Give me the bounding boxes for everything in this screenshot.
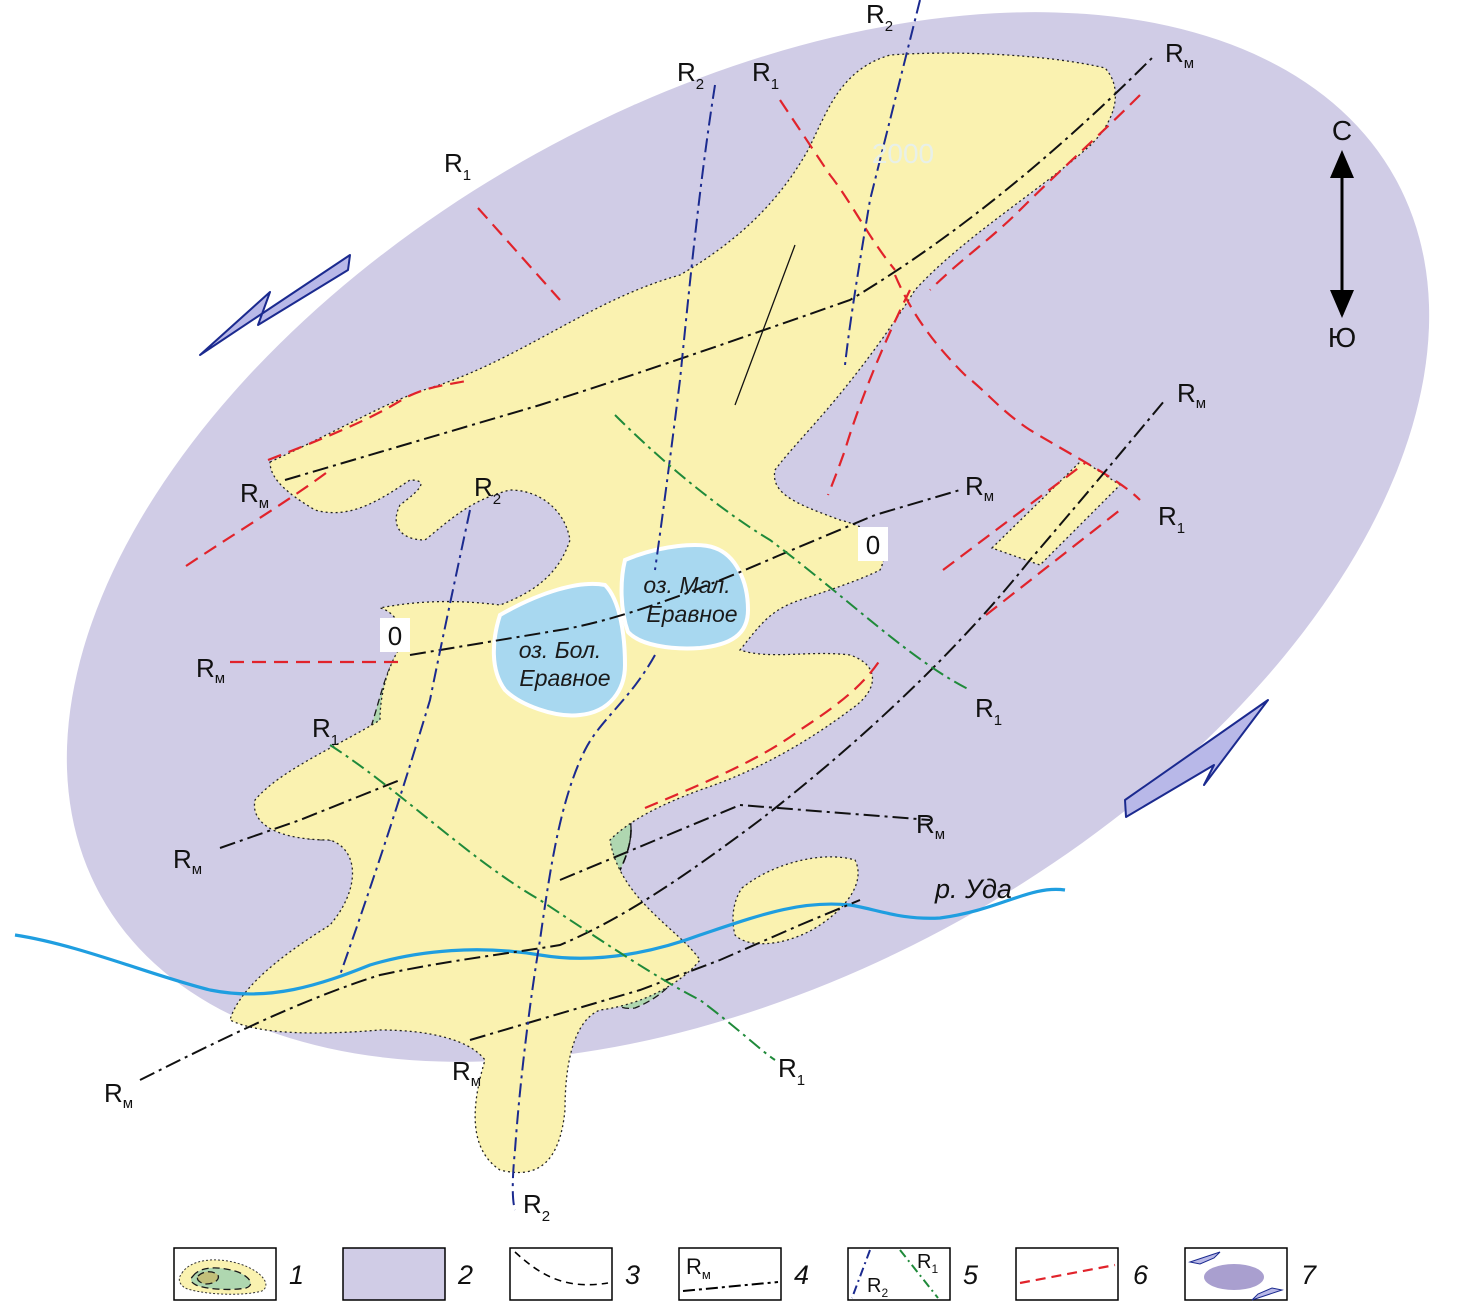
legend-item-4: Rм 4 — [678, 1247, 809, 1301]
compass-north: С — [1332, 115, 1352, 146]
axes-rm — [139, 54, 1166, 1081]
svg-text:R2: R2 — [867, 1275, 888, 1300]
lake-big-label-2: Еравное — [519, 665, 610, 691]
axis-label-r2-upper: R — [677, 57, 696, 87]
svg-text:R2: R2 — [523, 1189, 550, 1225]
axis-label-r1-left: R — [312, 713, 331, 743]
legend-number-3: 3 — [625, 1260, 640, 1290]
axis-labels: R2 R2 R2 R2 R1 R1 R1 R1 R1 R1 Rм Rм Rм R… — [104, 0, 1206, 1225]
svg-text:R1: R1 — [444, 148, 471, 184]
axis-label-r1-top: R — [752, 57, 771, 87]
legend-number-6: 6 — [1133, 1260, 1149, 1290]
contour-zero-a: 0 — [866, 530, 880, 560]
legend-item-6: 6 — [1015, 1247, 1149, 1301]
legend-item-2: 2 — [342, 1247, 473, 1301]
legend-label-r2: R — [867, 1275, 881, 1297]
lake-big-label-1: оз. Бол. — [519, 637, 602, 663]
lake-bol-eravnoe — [491, 581, 628, 718]
legend-label-r1: R — [917, 1251, 931, 1273]
axis-label-r1-bottom: R — [778, 1053, 797, 1083]
axis-label-r1-upper-left: R — [444, 148, 463, 178]
axis-label-r1-mid-right: R — [975, 693, 994, 723]
svg-text:R1: R1 — [778, 1053, 805, 1089]
legend-item-3: 3 — [509, 1247, 640, 1301]
svg-text:R1: R1 — [975, 693, 1002, 729]
svg-text:R1: R1 — [917, 1251, 938, 1276]
axis-label-rm-lower-right: R — [916, 809, 935, 839]
svg-text:Rм: Rм — [452, 1056, 481, 1090]
lake-small-label-1: оз. Мал. — [643, 572, 730, 598]
legend-item-5: R1 R2 5 — [847, 1247, 979, 1301]
svg-text:Rм: Rм — [965, 471, 994, 505]
axis-label-rm-lower-left: R — [173, 844, 192, 874]
peak-value: 2000 — [872, 138, 934, 169]
lake-mal-eravnoe — [619, 543, 751, 651]
axis-label-r2-bottom: R — [523, 1189, 542, 1219]
contour-zero-b: 0 — [388, 621, 402, 651]
axis-label-rm-right: R — [1177, 378, 1196, 408]
legend-number-5: 5 — [963, 1260, 979, 1290]
faults — [185, 94, 1141, 810]
axis-label-rm-center-right: R — [965, 471, 984, 501]
svg-text:Rм: Rм — [686, 1254, 711, 1282]
svg-text:R2: R2 — [677, 57, 704, 93]
svg-text:R1: R1 — [752, 57, 779, 93]
river-label: р. Уда — [934, 874, 1012, 904]
svg-text:Rм: Rм — [173, 844, 202, 878]
svg-text:Rм: Rм — [240, 478, 269, 512]
compass: С Ю — [1328, 115, 1356, 353]
compass-south: Ю — [1328, 322, 1356, 353]
legend-item-7: 7 — [1184, 1247, 1317, 1301]
svg-text:R2: R2 — [474, 472, 501, 508]
svg-text:Rм: Rм — [104, 1078, 133, 1112]
shear-arrow-se — [1124, 699, 1269, 818]
axis-label-r2-top: R — [866, 0, 885, 29]
axis-label-rm-upper-left: R — [240, 478, 259, 508]
legend: 1 2 3 Rм 4 R1 R2 5 — [173, 1247, 1317, 1301]
legend-number-1: 1 — [289, 1260, 304, 1290]
axes-r1 — [329, 414, 971, 1061]
svg-text:R1: R1 — [312, 713, 339, 749]
axis-label-rm-bottom-left: R — [104, 1078, 123, 1108]
axis-label-r2-mid: R — [474, 472, 493, 502]
svg-text:Rм: Rм — [1177, 378, 1206, 412]
axes-r2 — [339, 0, 921, 1211]
axis-label-rm-left: R — [196, 653, 215, 683]
legend-number-7: 7 — [1301, 1260, 1317, 1290]
svg-text:Rм: Rм — [1165, 38, 1194, 72]
svg-text:R2: R2 — [866, 0, 893, 35]
legend-label-rm: R — [686, 1254, 702, 1279]
shear-arrow-nw — [199, 254, 351, 356]
legend-item-1: 1 — [173, 1247, 304, 1301]
legend-number-4: 4 — [794, 1260, 809, 1290]
axis-label-rm-top: R — [1165, 38, 1184, 68]
axis-label-r1-right: R — [1158, 501, 1177, 531]
axis-label-rm-bottom-center: R — [452, 1056, 471, 1086]
lakes — [491, 543, 751, 718]
map-labels: 2000 0 0 оз. Мал. Еравное оз. Бол. Еравн… — [380, 138, 1012, 904]
lake-small-label-2: Еравное — [646, 601, 737, 627]
uda-river — [14, 887, 1066, 996]
legend-number-2: 2 — [457, 1260, 473, 1290]
svg-text:Rм: Rм — [196, 653, 225, 687]
inner-axis-line — [734, 244, 796, 406]
svg-text:R1: R1 — [1158, 501, 1185, 537]
svg-text:Rм: Rм — [916, 809, 945, 843]
